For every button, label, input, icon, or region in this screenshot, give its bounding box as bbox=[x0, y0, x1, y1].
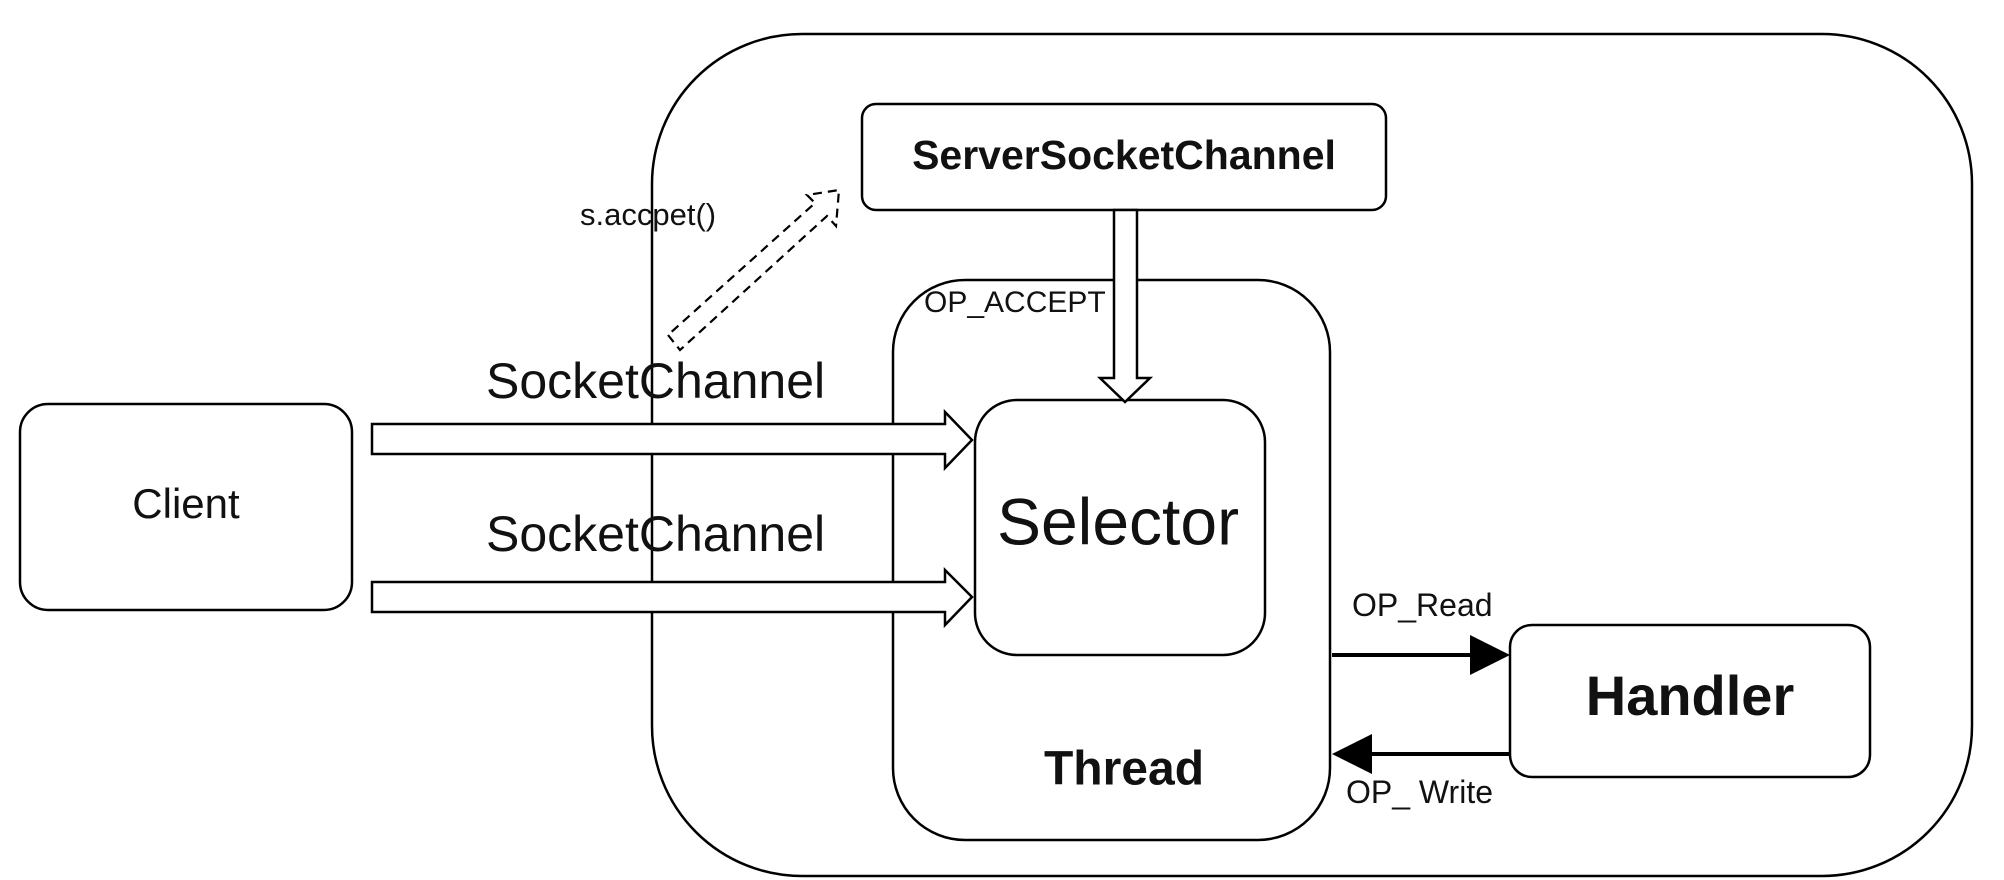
op-write-label: OP_ Write bbox=[1346, 774, 1493, 810]
socket-channel-label-1: SocketChannel bbox=[486, 353, 825, 409]
socket-channel-arrow-1 bbox=[370, 408, 974, 472]
server-socket-channel-label: ServerSocketChannel bbox=[912, 132, 1336, 178]
handler-label: Handler bbox=[1586, 664, 1795, 727]
handler-box bbox=[1508, 623, 1872, 779]
thread-label: Thread bbox=[1044, 743, 1204, 796]
accept-call-label: s.accpet() bbox=[580, 197, 716, 232]
op-read-label: OP_Read bbox=[1352, 587, 1493, 623]
accept-call-arrow bbox=[666, 188, 841, 352]
accept-arrow bbox=[1096, 208, 1154, 404]
selector-label: Selector bbox=[997, 484, 1239, 558]
thread-box bbox=[891, 278, 1332, 842]
selector-box bbox=[973, 398, 1267, 657]
socket-channel-label-2: SocketChannel bbox=[486, 506, 825, 562]
op-accept-label: OP_ACCEPT bbox=[924, 286, 1106, 319]
client-label: Client bbox=[132, 480, 240, 527]
client-box bbox=[18, 402, 354, 612]
socket-channel-arrow-2 bbox=[370, 566, 974, 629]
